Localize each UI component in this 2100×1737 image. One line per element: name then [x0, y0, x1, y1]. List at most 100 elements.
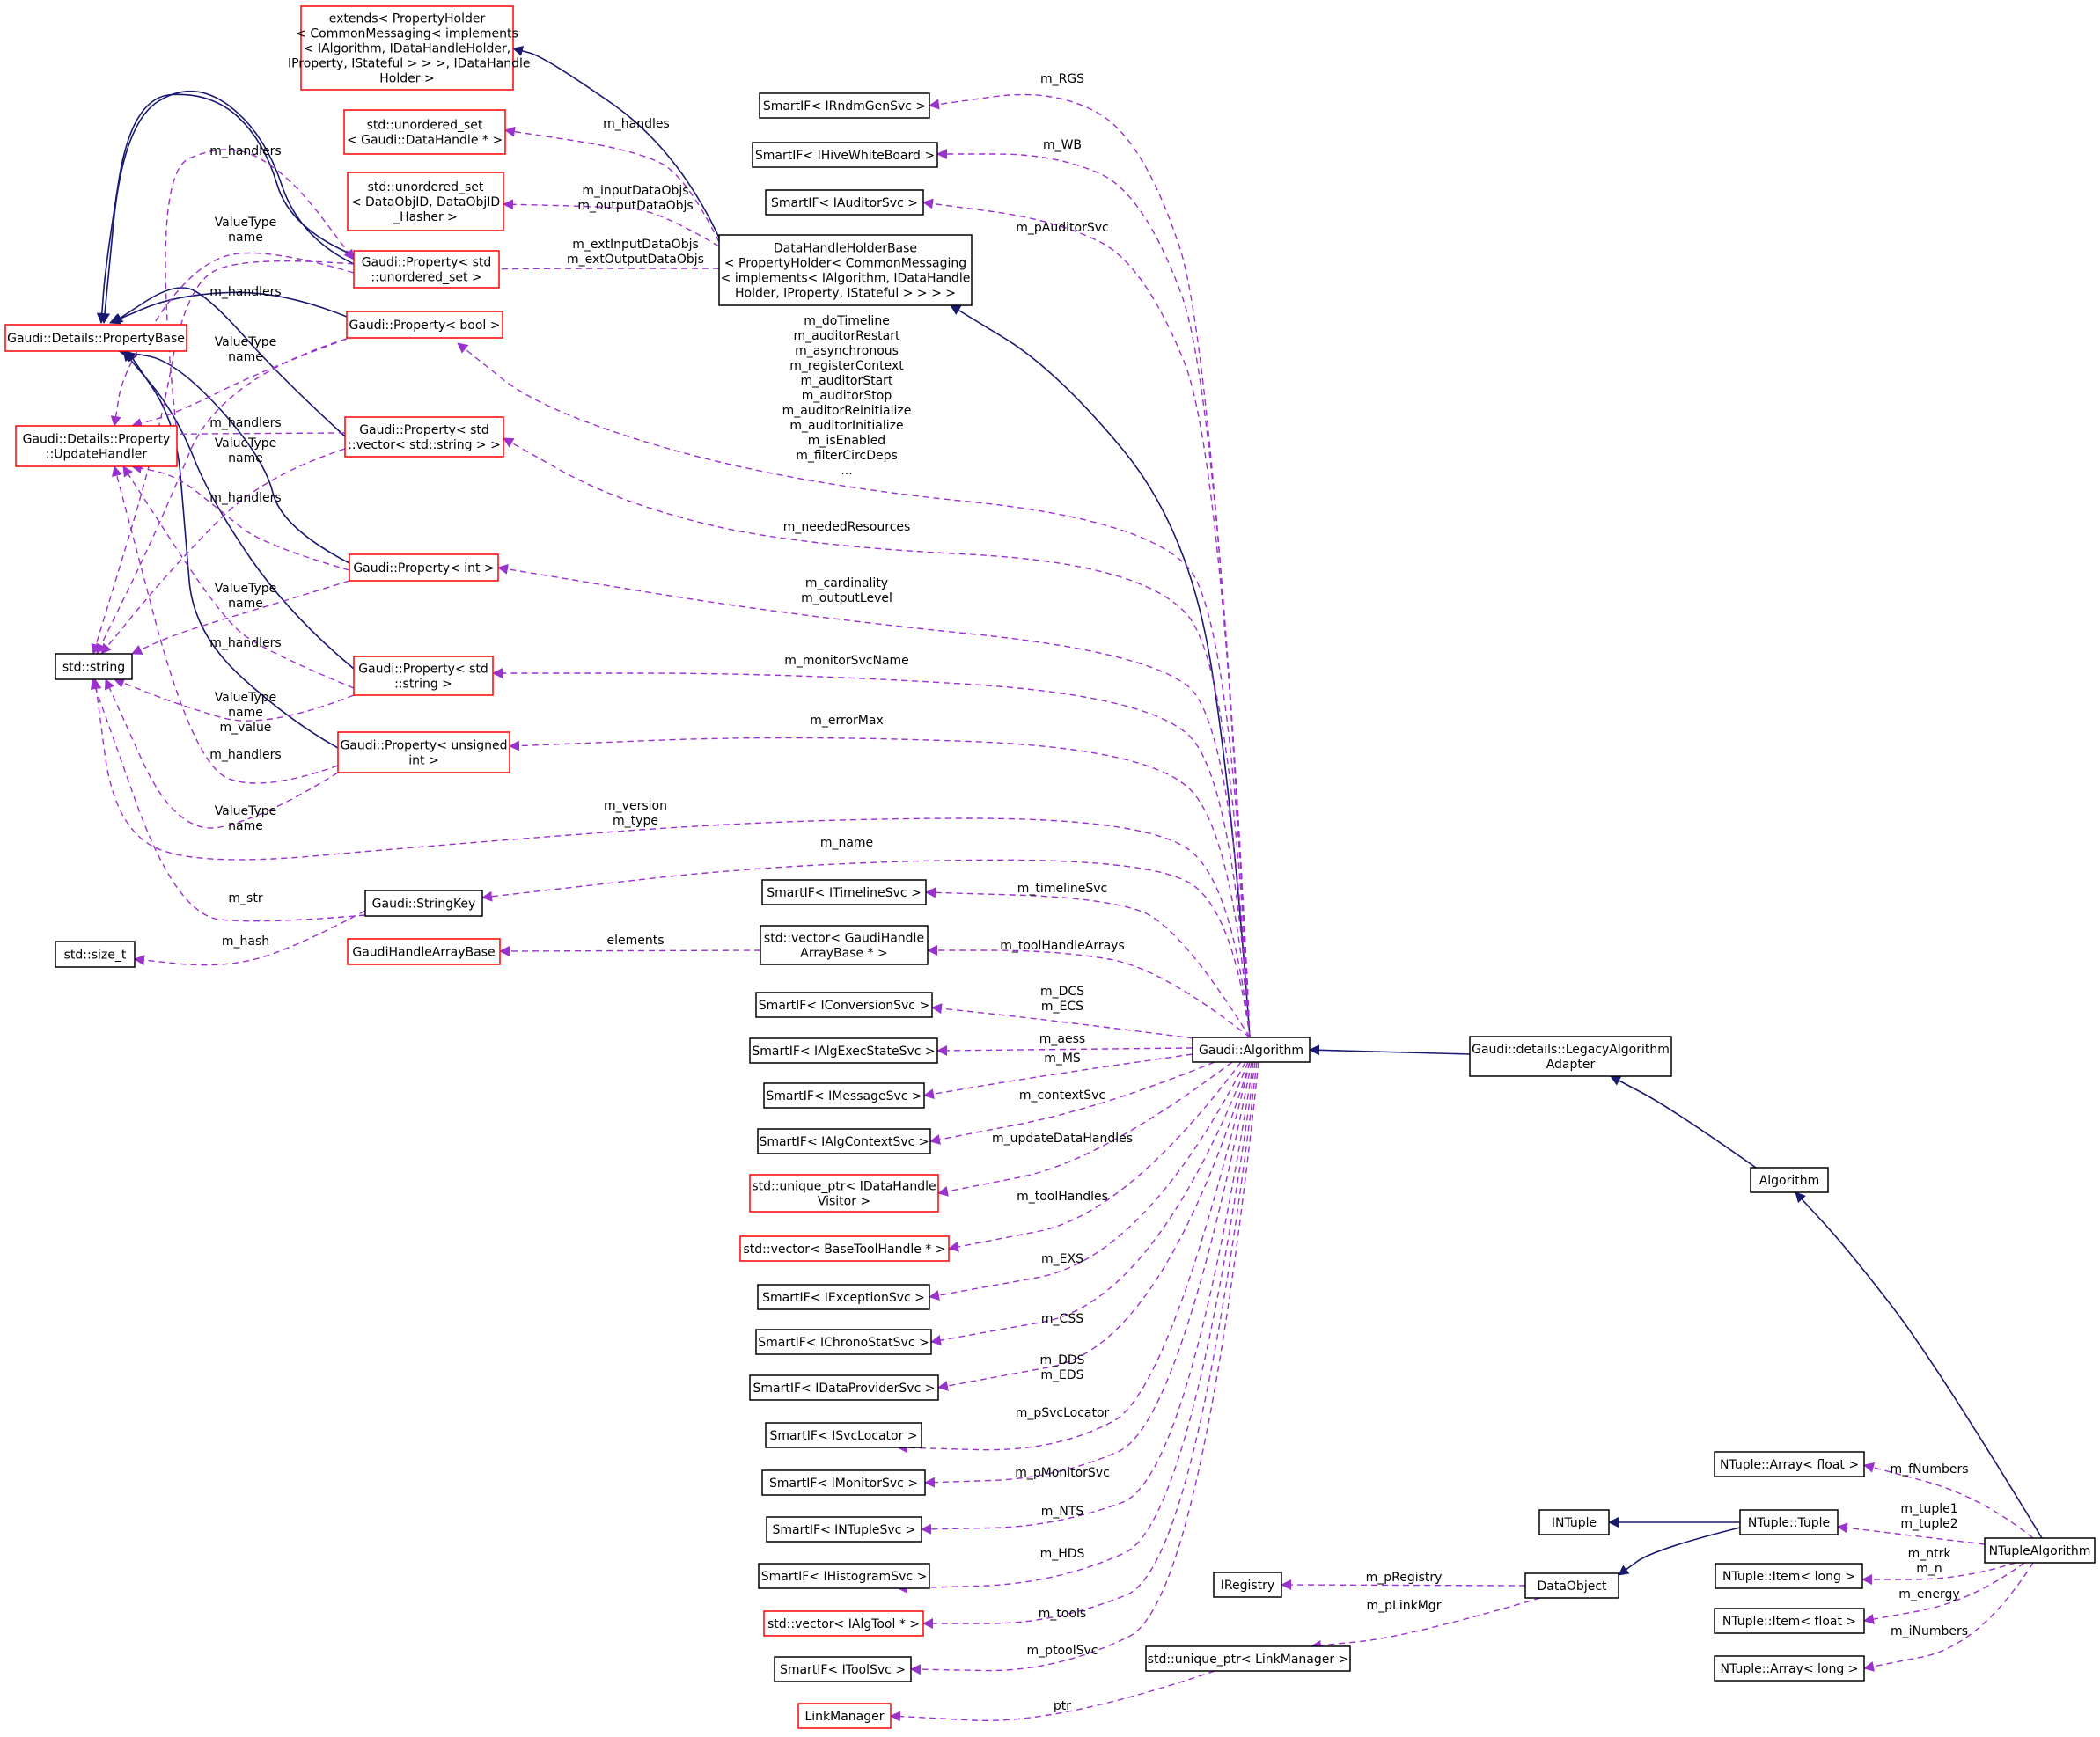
class-node-handle-array-base[interactable]: GaudiHandleArrayBase: [347, 938, 501, 965]
edge-label-line: m_name: [820, 836, 873, 850]
edge-label-line: m_ECS: [1041, 1000, 1083, 1014]
class-node-label-line: Gaudi::Algorithm: [1199, 1044, 1303, 1058]
edge-label-line: m_DCS: [1040, 985, 1084, 999]
usage-edge-22: [91, 678, 1251, 1038]
edge-label-line: ValueType: [215, 582, 277, 596]
class-node-label: Algorithm: [1759, 1174, 1820, 1188]
class-node-si-message[interactable]: SmartIF< IMessageSvc >: [763, 1082, 925, 1109]
class-node-label-line: std::unique_ptr< IDataHandle: [752, 1180, 936, 1194]
edge-label-line: m_CSS: [1041, 1312, 1083, 1326]
class-node-box: [1145, 1645, 1351, 1672]
class-node-box: [749, 1174, 939, 1213]
class-node-item-long[interactable]: NTuple::Item< long >: [1715, 1563, 1863, 1589]
edge-label-line: m_auditorReinitialize: [782, 404, 912, 418]
class-node-string-key[interactable]: Gaudi::StringKey: [364, 890, 483, 917]
usage-edge-24: [929, 93, 1251, 1038]
usage-edge-33: [937, 1061, 1233, 1197]
class-node-prop-string[interactable]: Gaudi::Property< std::string >: [353, 656, 494, 696]
edge-label-line: m_n: [1916, 1562, 1942, 1576]
class-node-si-conversion[interactable]: SmartIF< IConversionSvc >: [755, 992, 933, 1018]
class-node-array-long[interactable]: NTuple::Array< long >: [1714, 1655, 1865, 1682]
class-node-label-line: Gaudi::Property< int >: [353, 561, 494, 575]
class-node-unordered-set-dataobj[interactable]: std::unordered_set< DataObjID, DataObjID…: [347, 172, 504, 231]
edge-label-line: m_handlers: [209, 491, 281, 505]
class-node-si-histogram[interactable]: SmartIF< IHistogramSvc >: [758, 1563, 930, 1589]
class-node-prop-unordered-set[interactable]: Gaudi::Property< std::unordered_set >: [353, 250, 500, 289]
class-node-data-handle-holder[interactable]: DataHandleHolderBase< PropertyHolder< Co…: [718, 234, 973, 306]
class-node-label-line: Holder >: [379, 72, 434, 86]
class-node-ntuple-tuple[interactable]: NTuple::Tuple: [1739, 1509, 1839, 1535]
class-node-si-dataprovider[interactable]: SmartIF< IDataProviderSvc >: [749, 1374, 939, 1401]
class-node-std-string[interactable]: std::string: [55, 653, 133, 680]
class-node-gaudi-algorithm[interactable]: Gaudi::Algorithm: [1192, 1037, 1311, 1063]
class-node-prop-int[interactable]: Gaudi::Property< int >: [349, 553, 499, 582]
edge-label-line: m_outputDataObjs: [577, 199, 693, 213]
class-node-si-ntuple[interactable]: SmartIF< INTupleSvc >: [766, 1516, 922, 1543]
class-node-si-exception[interactable]: SmartIF< IExceptionSvc >: [757, 1284, 930, 1310]
class-node-item-float[interactable]: NTuple::Item< float >: [1714, 1608, 1865, 1634]
class-node-unordered-set-handle[interactable]: std::unordered_set< Gaudi::DataHandle * …: [343, 109, 506, 155]
class-node-si-tool[interactable]: SmartIF< IToolSvc >: [774, 1656, 912, 1682]
class-node-link-manager[interactable]: LinkManager: [797, 1703, 892, 1729]
class-node-label: NTuple::Array< long >: [1721, 1662, 1859, 1676]
usage-edge-58: [91, 260, 355, 655]
class-node-algorithm[interactable]: Algorithm: [1750, 1167, 1829, 1193]
class-node-prop-vector-string[interactable]: Gaudi::Property< std::vector< std::strin…: [344, 416, 504, 458]
class-node-prop-bool[interactable]: Gaudi::Property< bool >: [346, 311, 503, 339]
edge-label-line: m_auditorStart: [801, 374, 893, 388]
class-node-si-algcontext[interactable]: SmartIF< IAlgContextSvc >: [757, 1128, 931, 1154]
class-node-label-line: SmartIF< INTupleSvc >: [772, 1523, 915, 1537]
class-node-box: [760, 925, 929, 965]
edge-label-m-plinkmgr: m_pLinkMgr: [1367, 1599, 1442, 1613]
class-node-box: [347, 172, 504, 231]
class-node-extends-holder[interactable]: extends< PropertyHolder< CommonMessaging…: [284, 5, 531, 91]
class-node-vec-algtool[interactable]: std::vector< IAlgTool * >: [763, 1610, 924, 1637]
edge-label-m-hash: m_hash: [222, 934, 269, 949]
class-node-si-auditor[interactable]: SmartIF< IAuditorSvc >: [765, 189, 924, 216]
class-node-intuple[interactable]: INTuple: [1538, 1509, 1610, 1535]
edge-label-line: m_pAuditorSvc: [1016, 221, 1108, 235]
class-node-ntuple-algorithm[interactable]: NTupleAlgorithm: [1984, 1537, 2096, 1564]
class-node-si-algexec[interactable]: SmartIF< IAlgExecStateSvc >: [749, 1037, 938, 1064]
class-node-array-float[interactable]: NTuple::Array< float >: [1714, 1451, 1865, 1477]
edge-label-line: m_updateDataHandles: [992, 1132, 1133, 1146]
class-node-vec-basetool[interactable]: std::vector< BaseToolHandle * >: [739, 1235, 950, 1262]
class-node-iregistry[interactable]: IRegistry: [1213, 1572, 1282, 1598]
class-node-label-line: std::vector< GaudiHandle: [764, 932, 924, 946]
class-node-label-line: SmartIF< IExceptionSvc >: [762, 1291, 925, 1305]
class-node-si-monitor[interactable]: SmartIF< IMonitorSvc >: [761, 1469, 926, 1496]
class-node-si-timeline[interactable]: SmartIF< ITimelineSvc >: [761, 879, 927, 905]
class-node-label: SmartIF< IRndmGenSvc >: [763, 99, 926, 114]
class-node-label-line: < CommonMessaging< implements: [296, 27, 518, 41]
class-node-label-line: SmartIF< IMonitorSvc >: [769, 1477, 918, 1491]
edge-label-line: ValueType: [215, 691, 277, 705]
class-node-label-line: SmartIF< IRndmGenSvc >: [763, 99, 926, 114]
class-node-size-t[interactable]: std::size_t: [55, 941, 136, 968]
class-node-box: [757, 1284, 930, 1310]
class-node-box: [763, 1082, 925, 1109]
class-node-label-line: ArrayBase * >: [800, 947, 887, 961]
class-node-data-object[interactable]: DataObject: [1524, 1572, 1619, 1599]
class-node-property-base[interactable]: Gaudi::Details::PropertyBase: [4, 324, 187, 352]
class-node-si-rndm[interactable]: SmartIF< IRndmGenSvc >: [759, 92, 930, 119]
class-node-update-handler[interactable]: Gaudi::Details::Property::UpdateHandler: [15, 425, 178, 467]
edge-label-m-hds: m_HDS: [1040, 1547, 1085, 1561]
edges-layer: [91, 46, 2043, 1722]
class-node-si-chrono[interactable]: SmartIF< IChronoStatSvc >: [755, 1329, 932, 1355]
class-node-label-line: SmartIF< IChronoStatSvc >: [758, 1336, 929, 1350]
class-node-si-svclocator[interactable]: SmartIF< ISvcLocator >: [765, 1422, 922, 1448]
class-node-box: [718, 234, 973, 306]
usage-edge-29: [931, 1003, 1215, 1042]
class-node-label: NTuple::Array< float >: [1720, 1458, 1859, 1472]
edge-label-line: m_registerContext: [789, 359, 904, 373]
edge-label-line: m_pLinkMgr: [1367, 1599, 1442, 1613]
class-node-label-line: < DataObjID, DataObjID: [351, 195, 500, 209]
class-node-label-line: DataObject: [1537, 1579, 1607, 1594]
class-node-si-whiteboard[interactable]: SmartIF< IHiveWhiteBoard >: [752, 142, 938, 168]
class-node-uptr-linkmanager[interactable]: std::unique_ptr< LinkManager >: [1145, 1645, 1351, 1672]
edge-label-elements: elements: [606, 934, 664, 948]
